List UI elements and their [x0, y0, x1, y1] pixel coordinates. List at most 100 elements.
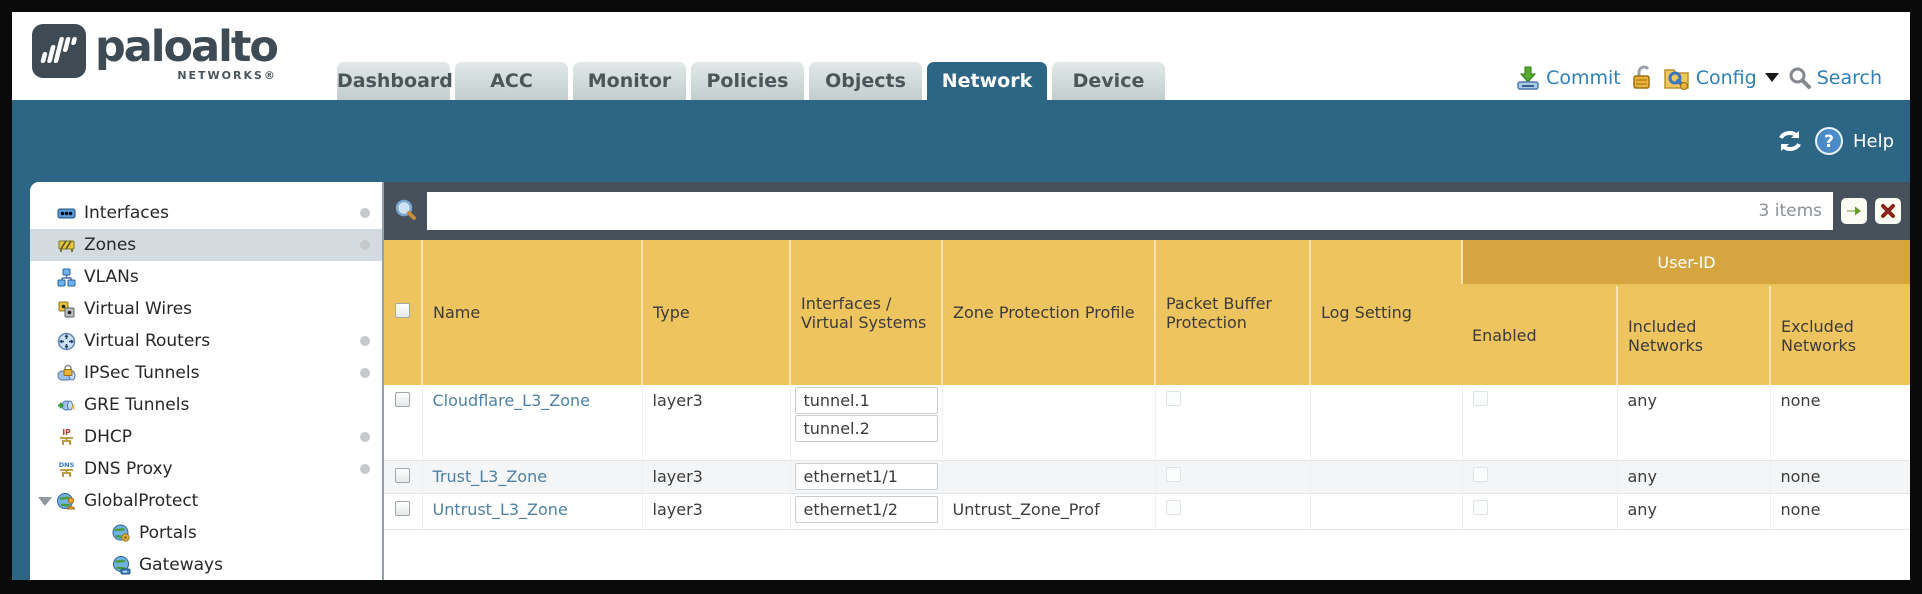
zone-type-cell: layer3 [641, 493, 790, 529]
sidebar-item-label: Virtual Wires [84, 299, 193, 319]
col-header-excluded-networks[interactable]: Excluded Networks [1769, 285, 1910, 385]
svg-text:DNS: DNS [59, 461, 75, 469]
zone-interfaces-cell: ethernet1/1 [789, 460, 942, 493]
sidebar-item-vlans[interactable]: VLANs [30, 261, 382, 293]
excluded-networks-cell: none [1769, 385, 1910, 460]
col-header-name[interactable]: Name [421, 240, 642, 385]
sidebar-item-dhcp[interactable]: IP DHCP [30, 421, 382, 453]
row-select-cell [384, 493, 422, 529]
config-menu[interactable]: Config [1663, 65, 1779, 91]
col-header-log-setting[interactable]: Log Setting [1309, 240, 1462, 385]
tab-policies[interactable]: Policies [691, 62, 804, 100]
sidebar-item-virtual-routers[interactable]: Virtual Routers [30, 325, 382, 357]
sidebar-item-label: VLANs [84, 267, 139, 287]
gre-tunnels-icon [57, 396, 76, 415]
sidebar-item-zones[interactable]: Zones [30, 229, 382, 261]
dns-proxy-icon: DNS [57, 460, 76, 479]
status-dot [360, 432, 370, 442]
col-header-packet-buffer-protection[interactable]: Packet Buffer Protection [1154, 240, 1310, 385]
tab-objects[interactable]: Objects [809, 62, 922, 100]
zone-name-link[interactable]: Cloudflare_L3_Zone [432, 391, 590, 410]
col-group-user-id: User-ID [1461, 240, 1910, 286]
zone-protection-profile-cell [941, 460, 1155, 493]
sidebar-item-label: Portals [139, 523, 197, 543]
interface-entry: tunnel.1 [794, 387, 938, 414]
sidebar-item-label: DNS Proxy [84, 459, 173, 479]
filter-bar: 3 items [384, 182, 1910, 240]
header: paloalto NETWORKS® Dashboard ACC Monitor… [12, 12, 1910, 100]
sidebar-item-label: Zones [84, 235, 137, 255]
zones-table: Name Type Interfaces / Virtual Systems Z… [384, 240, 1910, 530]
select-all-checkbox[interactable] [395, 303, 410, 318]
col-header-interfaces[interactable]: Interfaces / Virtual Systems [789, 240, 942, 385]
select-all-cell [384, 240, 422, 385]
col-header-type[interactable]: Type [641, 240, 790, 385]
tab-device[interactable]: Device [1052, 62, 1165, 100]
sidebar-item-label: IPSec Tunnels [84, 363, 200, 383]
col-header-enabled[interactable]: Enabled [1462, 285, 1617, 385]
zone-name-link[interactable]: Trust_L3_Zone [432, 466, 548, 486]
zone-name-link[interactable]: Untrust_L3_Zone [432, 499, 568, 519]
commit-button[interactable]: Commit [1515, 65, 1621, 91]
excluded-networks-cell: none [1769, 460, 1910, 493]
sidebar-item-gre-tunnels[interactable]: GRE Tunnels [30, 389, 382, 421]
virtual-routers-icon [57, 332, 76, 351]
sub-header-band: ? Help [12, 100, 1910, 182]
excluded-networks-cell: none [1769, 493, 1910, 529]
userid-enabled-cell [1461, 460, 1617, 493]
brand-sub: NETWORKS® [177, 69, 277, 83]
interface-entry: ethernet1/2 [794, 495, 938, 523]
row-select-cell [384, 460, 422, 493]
sidebar-item-label: DHCP [84, 427, 132, 447]
main-tabs: Dashboard ACC Monitor Policies Objects N… [337, 62, 1165, 100]
sidebar-item-ipsec-tunnels[interactable]: IPSec Tunnels [30, 357, 382, 389]
row-checkbox[interactable] [395, 392, 411, 407]
help-label: Help [1852, 130, 1894, 152]
log-setting-cell [1309, 460, 1462, 493]
sidebar-item-portals[interactable]: Portals [30, 517, 382, 549]
portals-icon [112, 524, 131, 543]
zone-type-cell: layer3 [641, 460, 790, 493]
zones-icon [57, 236, 76, 255]
log-setting-cell [1309, 385, 1462, 460]
lock-icon[interactable] [1630, 64, 1654, 91]
search-button[interactable]: Search [1788, 66, 1882, 90]
refresh-icon[interactable] [1775, 128, 1805, 154]
help-icon[interactable]: ? [1814, 126, 1844, 156]
status-dot [360, 208, 370, 218]
sidebar-item-virtual-wires[interactable]: Virtual Wires [30, 293, 382, 325]
zone-name-cell: Trust_L3_Zone [421, 460, 642, 493]
filter-input-wrap: 3 items [427, 192, 1833, 230]
clear-filter-button[interactable] [1875, 198, 1901, 224]
included-networks-cell: any [1616, 460, 1770, 493]
packet-buffer-protection-cell [1154, 493, 1310, 529]
sidebar-item-interfaces[interactable]: Interfaces [30, 197, 382, 229]
sidebar-item-gateways[interactable]: Gateways [30, 549, 382, 580]
row-select-cell [384, 385, 422, 460]
sidebar-item-globalprotect[interactable]: GlobalProtect [30, 485, 382, 517]
apply-filter-button[interactable] [1841, 198, 1867, 224]
sidebar-item-label: Interfaces [84, 203, 169, 223]
virtual-wires-icon [57, 300, 76, 319]
sidebar-item-label: GRE Tunnels [84, 395, 190, 415]
gateways-icon [112, 555, 131, 575]
zone-protection-profile-cell [941, 385, 1155, 460]
status-dot [360, 368, 370, 378]
col-header-zone-protection-profile[interactable]: Zone Protection Profile [941, 240, 1155, 385]
tab-network[interactable]: Network [927, 62, 1047, 100]
sidebar-item-dns-proxy[interactable]: DNS DNS Proxy [30, 453, 382, 485]
tab-dashboard[interactable]: Dashboard [337, 62, 453, 100]
tab-acc[interactable]: ACC [455, 62, 568, 100]
enabled-checkbox [1472, 391, 1488, 406]
packet-buffer-protection-cell [1154, 460, 1310, 493]
table-row: Trust_L3_Zone layer3 ethernet1/1 any non… [384, 460, 1910, 493]
status-dot [360, 336, 370, 346]
row-checkbox[interactable] [395, 467, 411, 483]
row-checkbox[interactable] [395, 500, 411, 516]
interfaces-icon [57, 204, 76, 223]
col-header-included-networks[interactable]: Included Networks [1616, 285, 1770, 385]
tab-monitor[interactable]: Monitor [573, 62, 686, 100]
expander-icon[interactable] [38, 496, 52, 506]
userid-enabled-cell [1461, 385, 1617, 460]
filter-input[interactable] [427, 192, 1759, 230]
